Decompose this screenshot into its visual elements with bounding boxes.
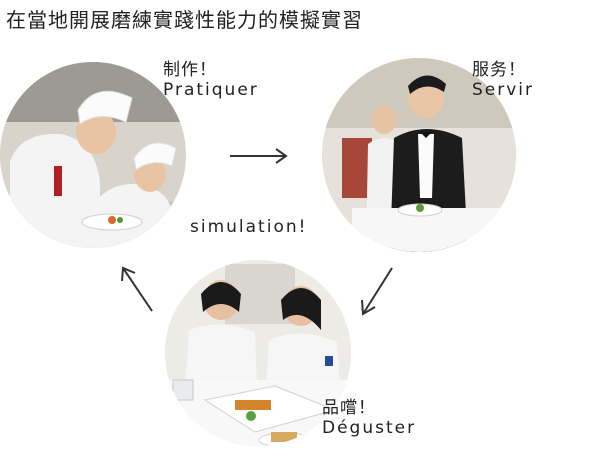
arrow-up-left-icon bbox=[121, 266, 153, 312]
step-label-deguster: 品嚐！ Déguster bbox=[322, 398, 416, 439]
step-label-fr: Pratiquer bbox=[163, 80, 259, 101]
photo-tasting-practice bbox=[165, 260, 351, 446]
step-label-pratiquer: 制作！ Pratiquer bbox=[163, 60, 259, 101]
step-label-zh: 服务！ bbox=[472, 60, 526, 80]
arrow-right-icon bbox=[230, 148, 288, 164]
cooking-illustration bbox=[0, 62, 186, 248]
photo-cooking-practice bbox=[0, 62, 186, 248]
step-label-zh: 品嚐！ bbox=[322, 398, 376, 418]
step-label-fr: Servir bbox=[472, 80, 535, 101]
serving-illustration bbox=[322, 58, 516, 252]
step-label-fr: Déguster bbox=[322, 418, 417, 439]
center-simulation-text: simulation! bbox=[190, 217, 308, 237]
step-label-servir: 服务！ Servir bbox=[472, 60, 534, 101]
photo-serving-practice bbox=[322, 58, 516, 252]
arrow-down-left-icon bbox=[361, 267, 393, 316]
tasting-illustration bbox=[165, 260, 351, 446]
step-label-zh: 制作！ bbox=[163, 60, 217, 80]
page-title: 在當地開展磨練實踐性能力的模擬實習 bbox=[6, 8, 363, 32]
